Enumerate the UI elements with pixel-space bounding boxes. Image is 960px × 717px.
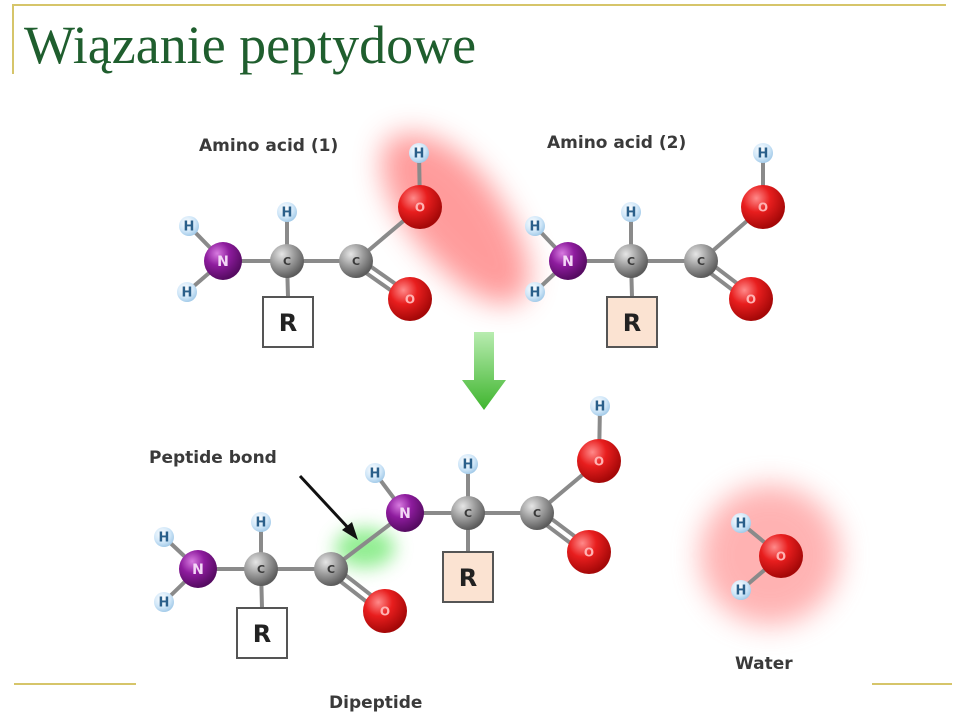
oxygen-atom-label: O (776, 549, 786, 563)
nitrogen-atom: N (386, 494, 424, 532)
nitrogen-atom-label: N (192, 562, 204, 578)
label-dipeptide: Dipeptide (329, 693, 422, 713)
hydrogen-atom: H (154, 527, 174, 547)
carbon-atom-label: C (352, 255, 360, 268)
side-chain-label: R (459, 564, 477, 592)
hydrogen-atom-label: H (463, 458, 474, 473)
hydrogen-atom: H (277, 202, 297, 222)
oxygen-atom: O (759, 534, 803, 578)
footer-line-right (872, 683, 952, 685)
oxygen-atom-label: O (415, 200, 425, 214)
oxygen-atom: O (363, 589, 407, 633)
nitrogen-atom: N (549, 242, 587, 280)
footer-line-left (14, 683, 136, 685)
peptide-bond-highlight (335, 528, 395, 568)
label-amino-acid-1: Amino acid (1) (199, 136, 338, 156)
carbon-atom: C (244, 552, 278, 586)
hydrogen-atom-label: H (182, 286, 193, 301)
oxygen-atom: O (729, 277, 773, 321)
nitrogen-atom-label: N (562, 254, 574, 270)
oxygen-atom-label: O (746, 292, 756, 306)
hydrogen-atom: H (590, 396, 610, 416)
label-water: Water (735, 654, 793, 674)
hydrogen-atom-label: H (184, 220, 195, 235)
hydrogen-atom: H (179, 216, 199, 236)
hydrogen-atom-label: H (626, 206, 637, 221)
side-chain-label: R (279, 309, 297, 337)
hydrogen-atom-label: H (595, 400, 606, 415)
carbon-atom-label: C (533, 507, 541, 520)
slide-frame-left (12, 4, 14, 74)
oxygen-atom-label: O (758, 200, 768, 214)
oxygen-atom: O (388, 277, 432, 321)
hydrogen-atom-label: H (159, 531, 170, 546)
hydrogen-atom: H (753, 143, 773, 163)
atoms-layer: R H H N H C C O H O R H H N H C C O H O R R H H N H C C O H N H C C O H O H H O (154, 143, 803, 659)
carbon-atom-label: C (283, 255, 291, 268)
hydrogen-atom-label: H (736, 584, 747, 599)
hydrogen-atom-label: H (530, 286, 541, 301)
oxygen-atom: O (567, 530, 611, 574)
carbon-atom: C (684, 244, 718, 278)
hydrogen-atom: H (731, 513, 751, 533)
carbon-atom-label: C (464, 507, 472, 520)
hydrogen-atom: H (177, 282, 197, 302)
nitrogen-atom-label: N (399, 506, 411, 522)
side-chain-r-box: R (236, 607, 288, 659)
side-chain-label: R (623, 309, 641, 337)
carbon-atom: C (451, 496, 485, 530)
hydrogen-atom: H (154, 592, 174, 612)
hydrogen-atom-label: H (256, 516, 267, 531)
nitrogen-atom-label: N (217, 254, 229, 270)
hydrogen-atom: H (409, 143, 429, 163)
carbon-atom: C (270, 244, 304, 278)
hydrogen-atom: H (621, 202, 641, 222)
side-chain-r-box: R (262, 296, 314, 348)
hydrogen-atom-label: H (370, 467, 381, 482)
hydrogen-atom: H (525, 216, 545, 236)
nitrogen-atom: N (204, 242, 242, 280)
hydrogen-atom-label: H (159, 596, 170, 611)
side-chain-r-box: R (442, 551, 494, 603)
hydrogen-atom-label: H (758, 147, 769, 162)
hydrogen-atom: H (731, 580, 751, 600)
label-amino-acid-2: Amino acid (2) (547, 133, 686, 153)
nitrogen-atom: N (179, 550, 217, 588)
hydrogen-atom: H (458, 454, 478, 474)
oxygen-atom-label: O (594, 454, 604, 468)
slide-frame-top (12, 4, 946, 6)
hydrogen-atom: H (365, 463, 385, 483)
carbon-atom: C (520, 496, 554, 530)
pointer-arrow-icon (298, 474, 358, 540)
carbon-atom: C (339, 244, 373, 278)
oxygen-atom: O (741, 185, 785, 229)
oxygen-atom-label: O (380, 604, 390, 618)
carbon-atom-label: C (627, 255, 635, 268)
label-peptide-bond: Peptide bond (149, 448, 277, 468)
carbon-atom: C (314, 552, 348, 586)
carbon-atom: C (614, 244, 648, 278)
down-arrow-icon (462, 332, 506, 410)
carbon-atom-label: C (327, 563, 335, 576)
slide-title: Wiązanie peptydowe (24, 15, 477, 75)
carbon-atom-label: C (697, 255, 705, 268)
hydrogen-atom: H (525, 282, 545, 302)
hydrogen-atom-label: H (736, 517, 747, 532)
oxygen-atom: O (577, 439, 621, 483)
hydrogen-atom: H (251, 512, 271, 532)
side-chain-r-box: R (606, 296, 658, 348)
carbon-atom-label: C (257, 563, 265, 576)
oxygen-atom-label: O (405, 292, 415, 306)
hydrogen-atom-label: H (414, 147, 425, 162)
side-chain-label: R (253, 620, 271, 648)
hydrogen-atom-label: H (282, 206, 293, 221)
hydrogen-atom-label: H (530, 220, 541, 235)
oxygen-atom-label: O (584, 545, 594, 559)
oxygen-atom: O (398, 185, 442, 229)
